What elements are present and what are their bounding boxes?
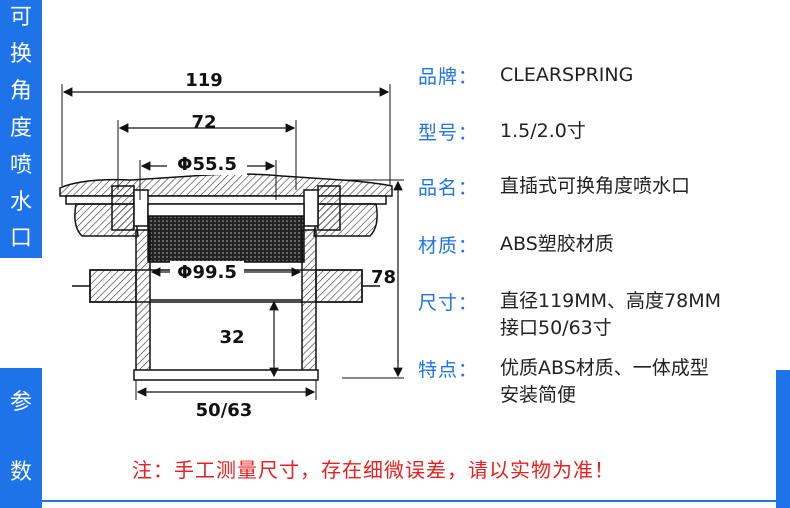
spec-value: 直插式可换角度喷水口 [500, 173, 690, 200]
side-char: 水 [9, 189, 32, 215]
dim-32-label: 32 [219, 327, 244, 348]
spec-label: 型号： [418, 122, 479, 144]
side-char: 数 [9, 460, 32, 485]
spec-label: 材质： [418, 235, 479, 257]
dim-72-label: 72 [191, 112, 216, 133]
side-char: 可 [9, 5, 32, 31]
spec-value: ABS塑胶材质 [500, 231, 614, 258]
side-char: 喷 [9, 152, 32, 178]
spec-value-line: 直径119MM、高度78MM [500, 290, 722, 312]
measurement-note: 注：手工测量尺寸，存在细微误差，请以实物为准！ [132, 458, 615, 482]
dim-78-label: 78 [371, 267, 396, 288]
dim-55-label: Φ55.5 [177, 154, 237, 175]
spec-label: 品牌： [418, 66, 479, 88]
side-char: 角 [9, 79, 32, 105]
side-char: 度 [9, 115, 32, 141]
bottom-divider [42, 500, 776, 502]
spec-value: CLEARSPRING [500, 62, 633, 89]
dim-99-label: Φ99.5 [177, 262, 237, 283]
spec-value-line: 优质ABS材质、一体成型 [500, 357, 709, 379]
spec-brand: 品牌： CLEARSPRING [418, 62, 633, 89]
spec-label: 特点： [418, 359, 479, 381]
spec-size: 尺寸： 直径119MM、高度78MM 接口50/63寸 [418, 288, 721, 342]
spec-features: 特点： 优质ABS材质、一体成型 安装简便 [418, 355, 709, 409]
side-char: 换 [9, 42, 32, 68]
right-accent-bar [776, 370, 790, 508]
spec-value-line: CLEARSPRING [500, 64, 634, 86]
dim-50-63-label: 50/63 [196, 400, 253, 421]
side-tab-title: 可 换 角 度 喷 水 口 [0, 0, 42, 258]
side-tab-params: 参 数 [0, 368, 42, 508]
side-char: 参 [9, 390, 32, 415]
spec-material: 材质： ABS塑胶材质 [418, 231, 614, 258]
side-char: 口 [9, 226, 32, 252]
spec-value-line: 接口50/63寸 [500, 317, 612, 339]
spec-value-line: 安装简便 [500, 384, 577, 406]
spec-value: 1.5/2.0寸 [500, 118, 586, 145]
dim-119-label: 119 [185, 70, 223, 91]
technical-drawing: 119 72 Φ55.5 Φ99.5 32 78 50/63 [59, 70, 404, 421]
spec-value: 优质ABS材质、一体成型 安装简便 [500, 355, 709, 409]
spec-label: 尺寸： [418, 292, 479, 314]
spec-value-line: 1.5/2.0寸 [500, 120, 586, 142]
spec-label: 品名： [418, 177, 479, 199]
spec-value-line: 直插式可换角度喷水口 [500, 175, 691, 197]
spec-model: 型号： 1.5/2.0寸 [418, 118, 586, 145]
spec-product-name: 品名： 直插式可换角度喷水口 [418, 173, 690, 200]
spec-value: 直径119MM、高度78MM 接口50/63寸 [500, 288, 721, 342]
spec-value-line: ABS塑胶材质 [500, 233, 614, 255]
